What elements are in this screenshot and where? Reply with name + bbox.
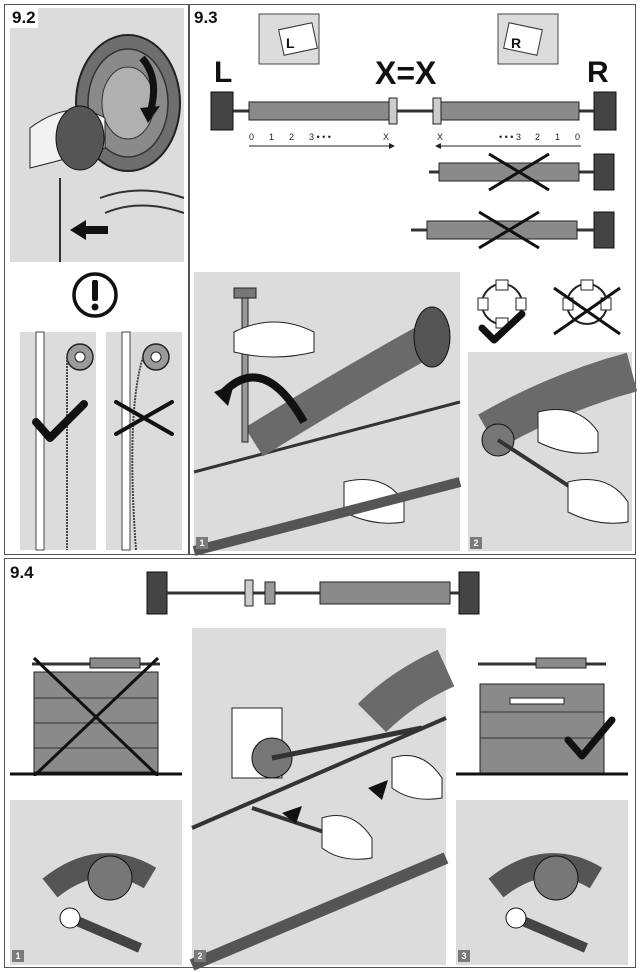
cable-wrong-illustration [121, 331, 170, 551]
cone-correct-icon [477, 279, 527, 344]
step-badge-9-4-1: 1 [12, 950, 24, 962]
door-wrong-illustration [10, 628, 182, 953]
cone-wrong-icon [553, 279, 621, 336]
scale-right-2: 2 [535, 132, 540, 142]
scale-right-x: X [437, 132, 443, 142]
section-label-9-4: 9.4 [10, 563, 34, 582]
tag-right-letter: R [511, 35, 521, 51]
cable-correct-illustration [35, 331, 94, 551]
section-9-2-frame [4, 4, 189, 555]
scale-left-1: 1 [269, 132, 274, 142]
spring-drum-illustration [29, 34, 185, 262]
scale-left-x: X [383, 132, 389, 142]
section-9-4-frame [4, 558, 636, 968]
cable-wrong-panel [106, 332, 182, 550]
tag-left-letter: L [286, 35, 295, 51]
step-1-illustration [192, 287, 462, 556]
scale-right-0: 0 [575, 132, 580, 142]
step-2-illustration [478, 352, 638, 524]
exclamation-circle-icon [72, 272, 118, 318]
check-mark-icon [32, 400, 88, 442]
scale-left-3: 3 • • • [309, 132, 331, 142]
arrow-left-icon [70, 220, 108, 240]
spring-comparison-diagram: L R X=X L R 0 1 2 3 • • • X X • • • 3 2 … [210, 13, 617, 250]
step-2-balance-illustration [189, 649, 455, 971]
scale-left-2: 2 [289, 132, 294, 142]
step-badge-9-4-2: 2 [194, 950, 206, 962]
scale-left-0: 0 [249, 132, 254, 142]
step-badge-9-4-3: 3 [458, 950, 470, 962]
equation-x-equals-x: X=X [375, 55, 437, 91]
section-label-9-2: 9.2 [10, 8, 38, 28]
step-badge-9-3-2: 2 [470, 537, 482, 549]
door-correct-illustration [456, 628, 628, 953]
cross-mark-icon [114, 400, 174, 436]
right-side-letter: R [587, 56, 609, 89]
step-badge-9-3-1: 1 [196, 537, 208, 549]
section-9-3-frame [189, 4, 636, 555]
scale-right-3: • • • 3 [499, 132, 521, 142]
section-label-9-3: 9.3 [194, 8, 218, 27]
shaft-single-spring-diagram [146, 571, 480, 615]
scale-right-1: 1 [555, 132, 560, 142]
left-side-letter: L [214, 56, 232, 89]
